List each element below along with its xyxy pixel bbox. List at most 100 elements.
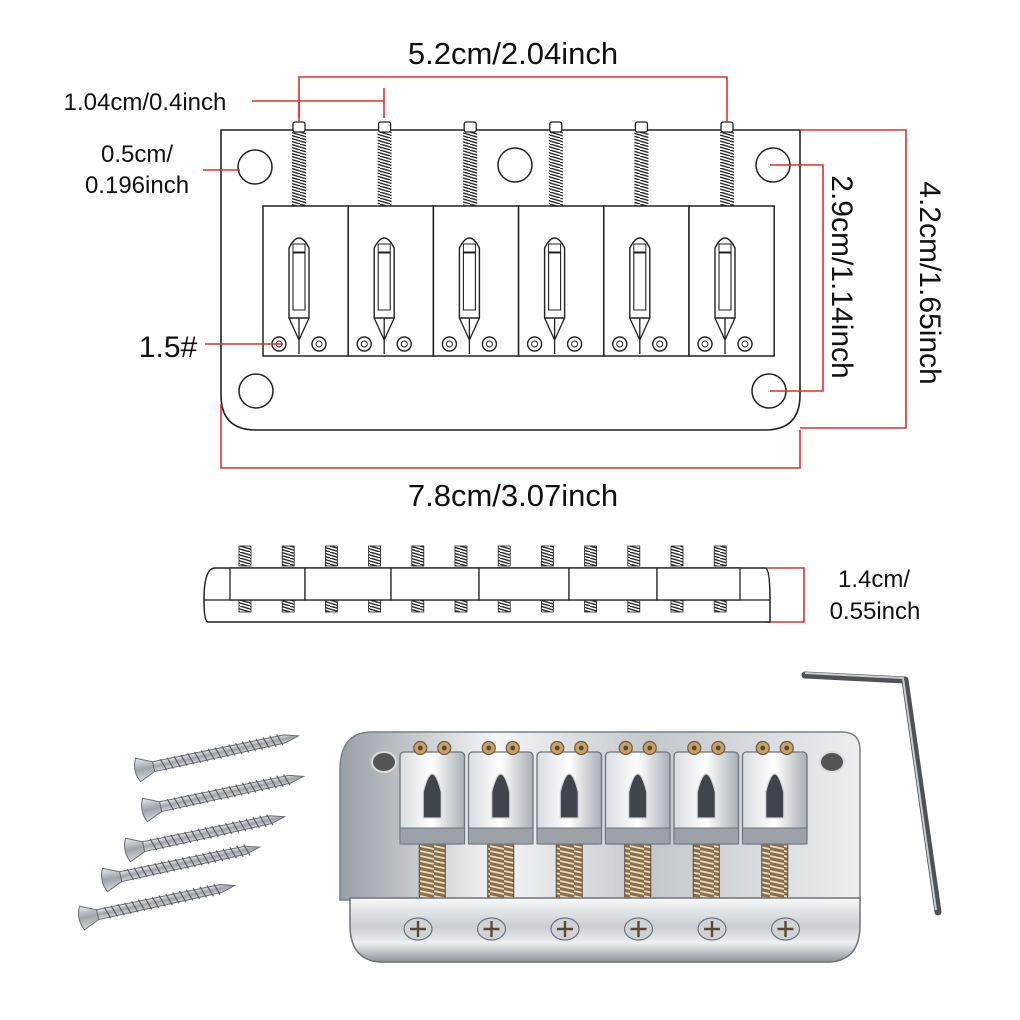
saddle-slot-top (633, 243, 647, 253)
wood-screw-thread (242, 782, 250, 795)
wood-screw-thread (103, 906, 112, 919)
wood-screw-thread (283, 774, 291, 786)
saddle-slot (543, 237, 566, 319)
wood-screw-thread (126, 868, 135, 881)
wood-screw-thread (192, 887, 201, 900)
bridge-rail-screws (403, 917, 801, 941)
intonation-screw-head (292, 121, 306, 133)
height-screw-hex (400, 340, 408, 348)
label-total-height: 4.2cm/1.65inch (913, 181, 946, 384)
height-screw (737, 336, 753, 352)
bridge-saddles (399, 740, 808, 845)
wood-screw-shaft (152, 734, 301, 773)
saddle-slot (629, 237, 651, 319)
bridge-saddle-slot (696, 773, 716, 819)
bridge-saddle-slot (765, 773, 785, 819)
wood-screw-thread (221, 745, 229, 758)
bridge-spring (692, 837, 720, 899)
wood-screw-thread (151, 896, 160, 909)
bridge-height-screw-hex (578, 745, 584, 751)
wood-screw-thread (202, 852, 210, 865)
bridge-saddle-base (742, 827, 808, 845)
wood-screw-thread (199, 886, 208, 898)
wood-screw-thread (147, 864, 155, 876)
side-screw-bottom (584, 599, 597, 613)
dim-line-total-width (220, 404, 801, 469)
dim-line-inner-height (770, 164, 824, 392)
bridge-saddle-base (468, 827, 534, 845)
height-screw-hex (656, 340, 664, 348)
wood-screw-thread (158, 895, 166, 907)
wood-screw-thread (133, 867, 141, 879)
wood-screw-thread (235, 742, 243, 755)
wood-screw-thread (177, 833, 185, 845)
bridge-height-screw-hex (554, 745, 560, 751)
wood-screw-thread (110, 905, 118, 917)
wood-screw-thread (248, 781, 257, 793)
height-screw (652, 336, 668, 352)
wood-screw-thread (215, 849, 224, 862)
wood-screw-thread (194, 793, 202, 805)
bridge-height-screw-hex (510, 745, 516, 751)
wood-screw-thread (154, 863, 162, 875)
bridge-rail-screw-slot (704, 921, 720, 937)
bridge-saddle-slot (628, 773, 648, 819)
saddle-slot-inner (377, 252, 391, 311)
wood-screw-thread (245, 818, 254, 830)
wood-screw-thread (124, 902, 132, 914)
wood-screw-thread (195, 854, 203, 866)
saddles-top-view (262, 205, 775, 357)
intonation-screw-head (634, 121, 649, 133)
height-screw-hex (531, 340, 539, 348)
side-saddle-block (568, 567, 658, 601)
saddle-slot (288, 237, 310, 319)
saddle-slot-inner (633, 252, 647, 311)
wood-screw (78, 883, 237, 931)
wood-screw-thread (259, 815, 267, 828)
wood-screw-head (134, 757, 156, 783)
height-screw (311, 336, 327, 352)
height-screw-hex (741, 340, 749, 348)
side-screw-bottom (368, 599, 382, 613)
side-screw-top (281, 545, 295, 567)
side-saddle-block (656, 567, 741, 601)
wood-screw (101, 844, 262, 893)
bridge-height-screw-hex (691, 745, 697, 751)
bridge-mounting-hole (819, 751, 845, 773)
saddle-slot-top (377, 243, 391, 253)
side-screw-top (454, 545, 468, 567)
side-screw-bottom (281, 599, 295, 613)
wood-screw-thread (200, 791, 209, 804)
height-screw-hex (315, 340, 323, 348)
wood-screw-thread (269, 777, 277, 789)
intonation-screws (292, 121, 734, 206)
label-inner-height: 2.9cm/1.14inch (825, 175, 858, 378)
height-screw (526, 336, 543, 352)
saddle-slot (714, 237, 736, 319)
wood-screw-thread (221, 787, 229, 799)
side-screw-bottom (411, 599, 425, 613)
side-screw-bottom (541, 599, 554, 613)
side-saddle-block (229, 567, 306, 601)
bridge-saddle-base (673, 827, 739, 845)
side-view-drawing (203, 545, 771, 623)
side-screw-top (411, 545, 425, 567)
side-screw-bottom (324, 599, 338, 613)
bridge-height-screw-hex (441, 745, 447, 751)
intonation-screw-head (377, 121, 392, 133)
side-saddle-block (304, 567, 392, 601)
bridge-height-screw-hex (647, 745, 653, 751)
saddle-groove (714, 317, 736, 354)
wood-screw-head (141, 797, 163, 823)
intonation-screw-thread (292, 132, 306, 206)
side-view-height-screws (238, 545, 727, 613)
dim-line-side-height (766, 567, 805, 623)
wood-screw-thread (187, 794, 195, 806)
bridge-rail-screw-slot (483, 921, 500, 937)
wood-screw-thread (238, 819, 247, 832)
wood-screw-thread (172, 892, 180, 904)
intonation-screw-thread (720, 132, 734, 206)
side-screw-top (541, 545, 554, 567)
saddle-groove (288, 317, 310, 354)
